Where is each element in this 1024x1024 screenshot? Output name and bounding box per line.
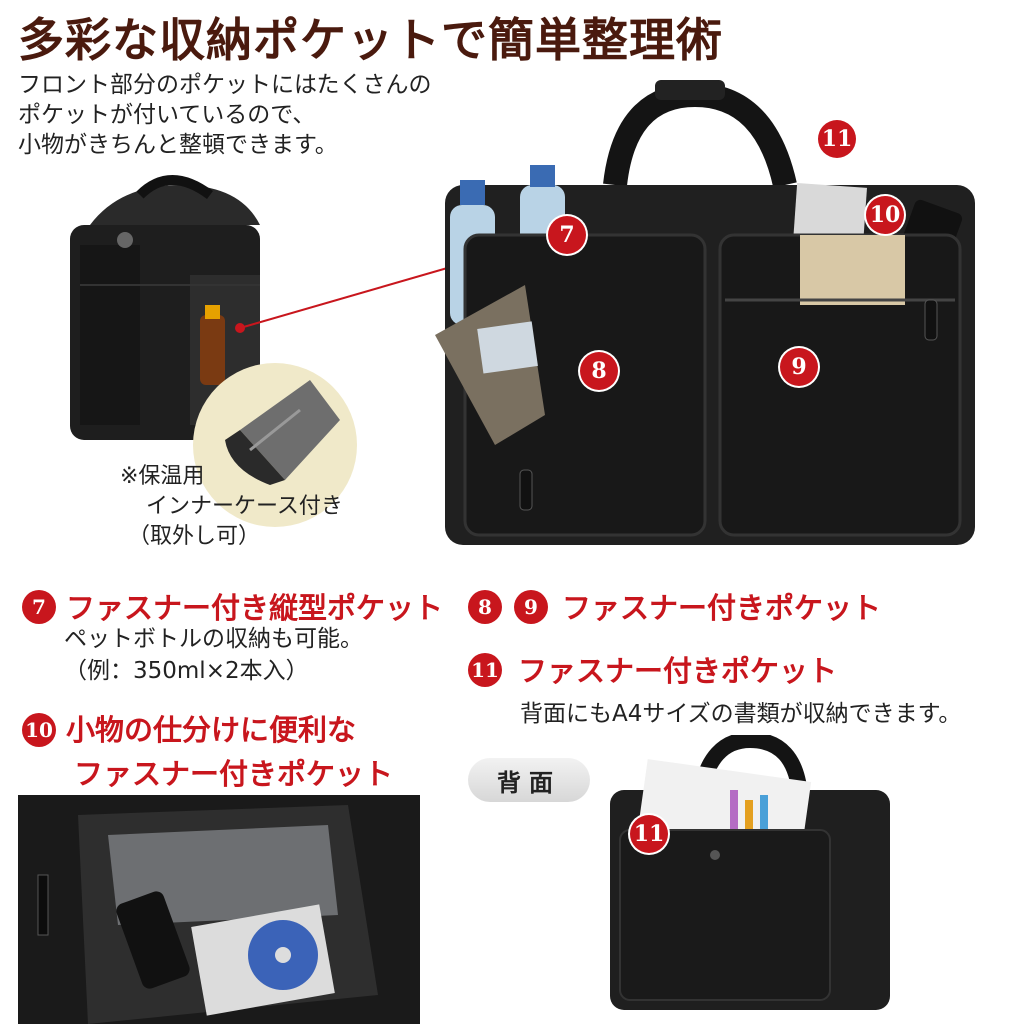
inner-case-illustration	[193, 363, 357, 527]
intro-line: 小物がきちんと整頓できます。	[18, 132, 338, 158]
badge-9: 9	[780, 348, 818, 386]
note-line: （取外し可）	[128, 524, 261, 549]
pointer-line	[235, 259, 476, 333]
feature-7-body: ペットボトルの収納も可能。 （例：350ml×2本入）	[64, 623, 363, 687]
note-line: ※保温用	[120, 464, 205, 489]
back-label: 背面	[468, 758, 590, 802]
feature-7-line: ペットボトルの収納も可能。	[64, 626, 363, 652]
back-bag-photo	[610, 735, 890, 1010]
feature-89-title: ファスナー付きポケット	[562, 591, 882, 625]
feature-10-line: 小物の仕分けに便利な	[66, 713, 357, 747]
back-badge-11: 11	[630, 815, 668, 853]
main-bag-photo	[435, 80, 975, 545]
page-title: 多彩な収納ポケットで簡単整理術	[18, 13, 723, 67]
badge-8: 8	[580, 352, 618, 390]
badge-7: 7	[548, 216, 586, 254]
intro-text: フロント部分のポケットにはたくさんの ポケットが付いているので、 小物がきちんと…	[18, 70, 432, 160]
badge-11: 11	[818, 120, 856, 158]
intro-line: フロント部分のポケットにはたくさんの	[18, 72, 432, 98]
inner-case-note: ※保温用 インナーケース付き （取外し可）	[120, 462, 343, 552]
feature-10-line: ファスナー付きポケット	[74, 757, 394, 791]
feature-7-title: ファスナー付き縦型ポケット	[66, 591, 444, 625]
note-line: インナーケース付き	[146, 494, 343, 519]
feature-10-title: 小物の仕分けに便利な ファスナー付きポケット	[66, 708, 393, 796]
pocket-closeup-photo	[18, 795, 420, 1024]
feature-7-badge: 7	[22, 590, 56, 624]
feature-8-badge: 8	[468, 590, 502, 624]
feature-9-badge: 9	[514, 590, 548, 624]
feature-7-line: （例：350ml×2本入）	[64, 658, 309, 684]
feature-11-body: 背面にもA4サイズの書類が収納できます。	[520, 701, 962, 727]
feature-10-badge: 10	[22, 713, 56, 747]
feature-11-title: ファスナー付きポケット	[518, 654, 838, 688]
badge-10: 10	[866, 196, 904, 234]
feature-11-badge: 11	[468, 653, 502, 687]
intro-line: ポケットが付いているので、	[18, 102, 316, 128]
